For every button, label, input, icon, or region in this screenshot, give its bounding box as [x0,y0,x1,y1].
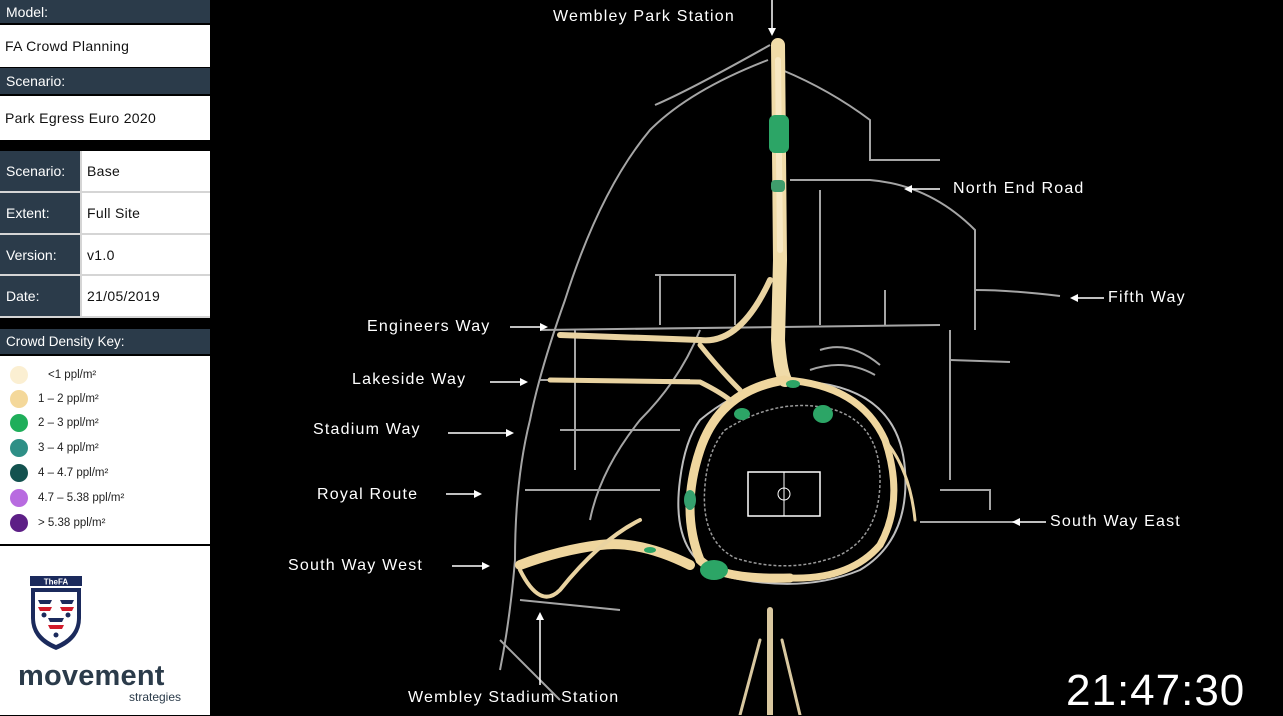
scenario-value: Park Egress Euro 2020 [0,96,210,140]
density-key-title: Crowd Density Key: [0,329,210,355]
density-swatch [10,489,28,507]
company-logo-subtext: strategies [129,690,182,704]
label-wembley-park-station: Wembley Park Station [553,8,735,25]
key-item-label: 4 – 4.7 ppl/m² [38,467,109,479]
key-item: 4 – 4.7 ppl/m² [10,463,108,483]
key-item-label: 4.7 – 5.38 ppl/m² [38,492,125,504]
site-map [446,0,1104,715]
key-item: 1 – 2 ppl/m² [10,389,99,409]
detail-key: Date: [0,276,80,316]
density-key: <1 ppl/m² 1 – 2 ppl/m² 2 – 3 ppl/m² 3 – … [0,356,210,544]
model-value: FA Crowd Planning [0,25,210,67]
company-logo-text: movement [18,660,165,692]
label-royal-route: Royal Route [317,486,419,503]
detail-key: Version: [0,235,80,274]
density-swatch [10,366,28,384]
label-lakeside-way: Lakeside Way [352,371,467,388]
high-density-zones [644,115,833,580]
scenario-label: Scenario: [0,68,210,95]
detail-value: v1.0 [80,235,210,274]
label-south-way-west: South Way West [288,557,424,574]
density-swatch [10,464,28,482]
key-item: > 5.38 ppl/m² [10,513,105,533]
density-swatch [10,390,28,408]
detail-row-version: Version: v1.0 [0,235,210,276]
key-item: <1 ppl/m² [10,365,96,385]
detail-value: 21/05/2019 [80,276,210,316]
label-fifth-way: Fifth Way [1108,289,1186,306]
key-item: 2 – 3 ppl/m² [10,413,99,433]
model-label: Model: [0,0,210,24]
detail-row-scenario: Scenario: Base [0,151,210,193]
crowd-flow [515,38,917,715]
density-swatch [10,414,28,432]
key-item-label: 2 – 3 ppl/m² [38,417,99,429]
fa-crest-logo: TheFA [30,576,82,650]
key-item-label: > 5.38 ppl/m² [38,517,106,529]
info-panel: Model: FA Crowd Planning Scenario: Park … [0,0,212,715]
key-item-label: 1 – 2 ppl/m² [38,393,99,405]
density-swatch [10,439,28,457]
label-north-end-road: North End Road [953,180,1085,197]
logo-area: TheFA movement strategies [0,546,210,715]
density-swatch [10,514,28,532]
detail-key: Extent: [0,193,80,233]
label-arrows [446,0,1104,685]
detail-value: Full Site [80,193,210,233]
detail-key: Scenario: [0,151,80,191]
key-item: 4.7 – 5.38 ppl/m² [10,488,124,508]
road-network [499,44,1061,701]
key-item: 3 – 4 ppl/m² [10,438,99,458]
detail-row-extent: Extent: Full Site [0,193,210,235]
key-item-label: <1 ppl/m² [48,369,97,381]
label-wembley-stadium-station: Wembley Stadium Station [408,689,620,706]
detail-row-date: Date: 21/05/2019 [0,276,210,318]
fa-logo-text: TheFA [44,578,69,587]
key-item-label: 3 – 4 ppl/m² [38,442,99,454]
label-stadium-way: Stadium Way [313,421,421,438]
detail-value: Base [80,151,210,191]
label-south-way-east: South Way East [1050,513,1181,530]
simulation-clock: 21:47:30 [1066,666,1246,715]
label-engineers-way: Engineers Way [367,318,491,335]
